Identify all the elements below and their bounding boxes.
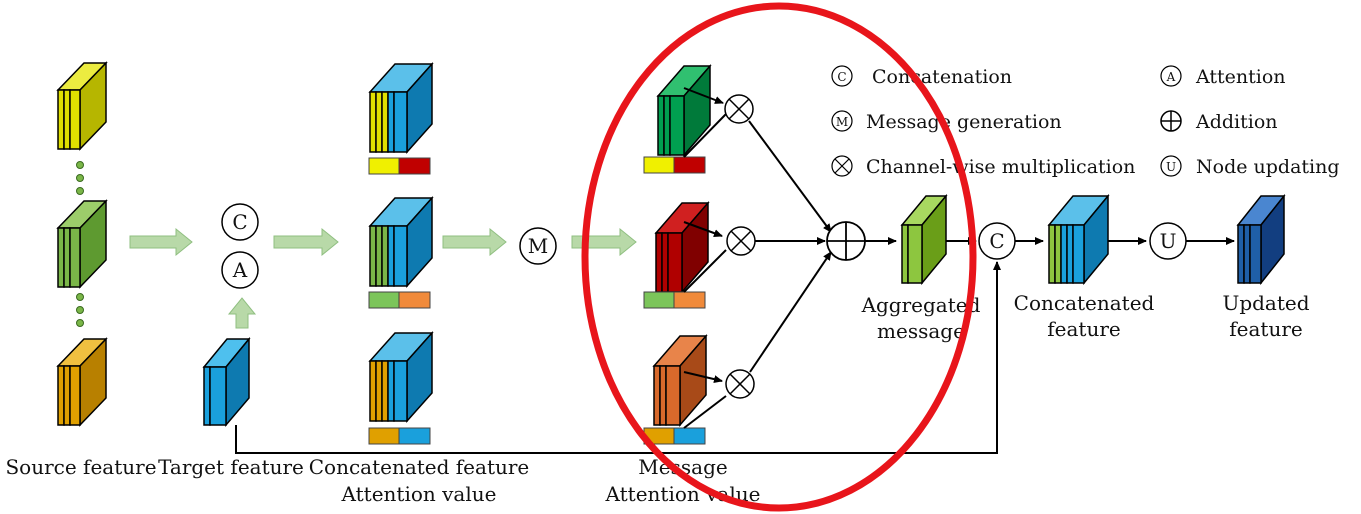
concat-op-circle: C bbox=[221, 203, 259, 241]
target-feature bbox=[202, 336, 251, 428]
label-updated-2: feature bbox=[1229, 317, 1302, 341]
legend-multiply-icon bbox=[831, 155, 853, 177]
message-feature-2 bbox=[654, 200, 710, 295]
legend-addition: Addition bbox=[1195, 111, 1278, 133]
block-arrow-up bbox=[227, 297, 257, 329]
label-attention-value: Attention value bbox=[341, 482, 497, 506]
source-feature-green bbox=[56, 199, 108, 289]
update-op-circle: U bbox=[1149, 222, 1187, 260]
multiply-node-1 bbox=[724, 94, 754, 124]
concat-bar-2 bbox=[368, 291, 431, 309]
concat-op-circle-2: C bbox=[978, 222, 1016, 260]
legend-update-icon: U bbox=[1160, 155, 1182, 177]
label-concatenated-feature: Concatenated feature bbox=[309, 455, 530, 479]
svg-text:U: U bbox=[1160, 229, 1177, 253]
svg-text:C: C bbox=[989, 229, 1004, 253]
label-aggregated-1: Aggregated bbox=[861, 293, 981, 317]
attention-op-circle: A bbox=[221, 251, 259, 289]
legend-attention: Attention bbox=[1195, 66, 1286, 88]
legend-addition-icon bbox=[1160, 110, 1182, 132]
svg-text:U: U bbox=[1166, 160, 1176, 174]
message-op-circle: M bbox=[519, 227, 557, 265]
skip-connection bbox=[235, 261, 1001, 454]
message-bar-2 bbox=[643, 291, 706, 309]
message-bar-3 bbox=[643, 427, 706, 445]
svg-text:C: C bbox=[232, 210, 247, 234]
svg-text:A: A bbox=[1166, 70, 1176, 84]
message-feature-1 bbox=[656, 63, 712, 158]
svg-text:A: A bbox=[232, 258, 248, 282]
legend-concat-icon: C bbox=[831, 65, 853, 87]
dots-lower bbox=[76, 293, 84, 327]
block-arrow-2 bbox=[273, 227, 339, 257]
block-arrow-1 bbox=[129, 227, 193, 257]
connectors-addition bbox=[748, 120, 832, 373]
dots-upper bbox=[76, 161, 84, 195]
updated-feature bbox=[1236, 193, 1286, 286]
highlight-ellipse bbox=[581, 2, 977, 512]
legend-attention-icon: A bbox=[1160, 65, 1182, 87]
source-feature-yellow bbox=[56, 61, 108, 151]
concat-feature-1 bbox=[368, 62, 434, 154]
multiply-node-3 bbox=[725, 369, 755, 399]
message-feature-3 bbox=[652, 333, 708, 428]
svg-text:M: M bbox=[836, 115, 848, 129]
concat-feature-2 bbox=[368, 196, 434, 288]
block-arrow-4 bbox=[571, 227, 637, 257]
legend-concatenation: Concatenation bbox=[872, 66, 1012, 88]
block-arrow-3 bbox=[442, 227, 507, 257]
label-concatenated-1: Concatenated bbox=[1014, 291, 1155, 315]
multiply-node-2 bbox=[726, 226, 756, 256]
legend-channel-multiplication: Channel-wise multiplication bbox=[866, 156, 1135, 178]
label-updated-1: Updated bbox=[1222, 291, 1309, 315]
label-concatenated-2: feature bbox=[1047, 317, 1120, 341]
legend: C Concatenation M Message generation Cha… bbox=[831, 65, 1340, 178]
addition-node bbox=[826, 221, 866, 261]
svg-text:C: C bbox=[837, 70, 846, 84]
concat-feature-3 bbox=[368, 331, 434, 423]
concatenated-feature bbox=[1047, 193, 1110, 286]
source-feature-orange bbox=[56, 337, 108, 427]
connectors-multiply bbox=[683, 87, 727, 429]
legend-message-icon: M bbox=[831, 110, 853, 132]
concat-bar-3 bbox=[368, 427, 431, 445]
legend-node-updating: Node updating bbox=[1196, 156, 1340, 178]
label-target-feature: Target feature bbox=[158, 455, 304, 479]
legend-message-generation: Message generation bbox=[866, 111, 1062, 133]
concat-bar-1 bbox=[368, 157, 431, 175]
svg-text:M: M bbox=[528, 234, 548, 258]
label-source-feature: Source feature bbox=[5, 455, 156, 479]
aggregated-message-feature bbox=[900, 193, 948, 286]
message-bar-1 bbox=[643, 156, 706, 174]
label-aggregated-2: message bbox=[877, 319, 965, 343]
